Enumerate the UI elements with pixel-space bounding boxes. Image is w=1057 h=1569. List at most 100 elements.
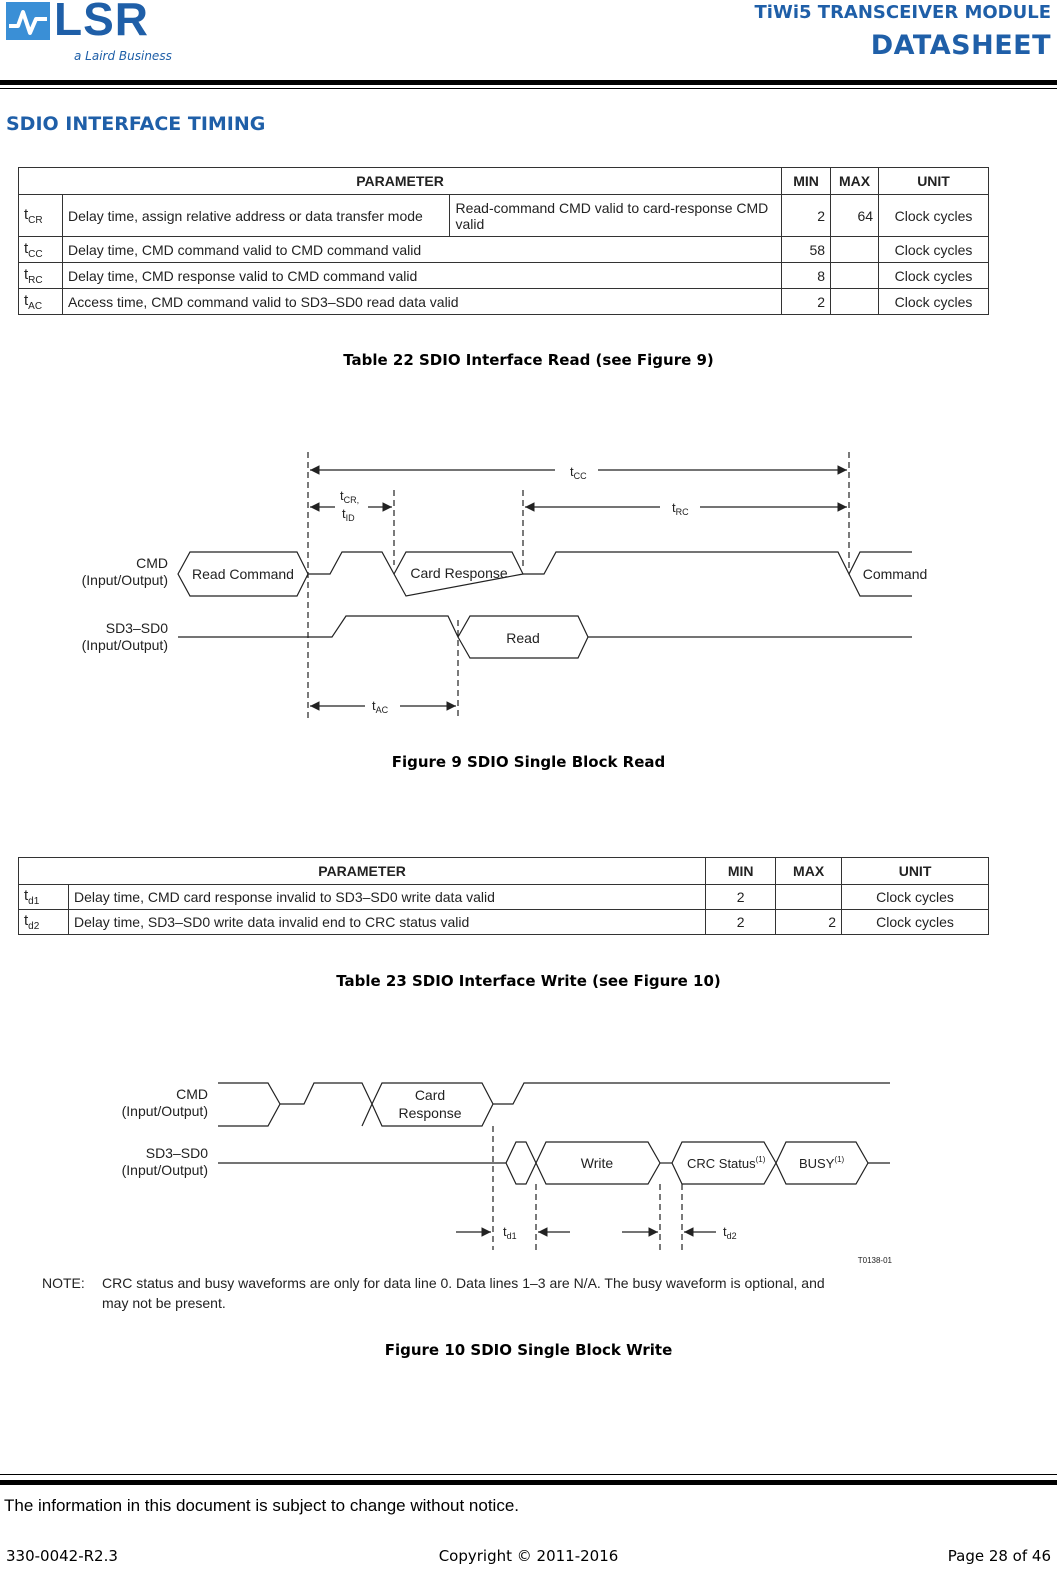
cmd-label: CMD xyxy=(176,1086,208,1102)
crc-status-label: CRC Status(1) xyxy=(687,1155,766,1171)
max-cell: 64 xyxy=(830,194,880,237)
symbol-cell: tRC xyxy=(18,262,63,289)
table-row: tCC Delay time, CMD command valid to CMD… xyxy=(18,236,989,263)
min-cell: 58 xyxy=(781,236,832,263)
table-22-caption: Table 22 SDIO Interface Read (see Figure… xyxy=(343,351,714,369)
header-rule xyxy=(0,80,1057,85)
figure-9-caption: Figure 9 SDIO Single Block Read xyxy=(391,753,666,771)
td1-label: td1 xyxy=(503,1224,517,1241)
tid-label: tID xyxy=(342,506,355,523)
tcr-label: tCR, xyxy=(340,488,359,505)
cmd-waveform xyxy=(523,551,912,576)
footer-notice: The information in this document is subj… xyxy=(4,1496,520,1515)
sd-io-label: (Input/Output) xyxy=(122,1162,208,1178)
sd-waveform xyxy=(218,1141,537,1185)
min-cell: 2 xyxy=(781,288,832,315)
header-min: MIN xyxy=(781,167,832,195)
max-cell xyxy=(830,288,880,315)
symbol-cell: tCC xyxy=(18,236,63,263)
header-parameter: PARAMETER xyxy=(17,167,783,195)
table-row: tCR Delay time, assign relative address … xyxy=(18,194,989,237)
tac-label: tAC xyxy=(372,698,389,715)
card-response-label: Card Response xyxy=(410,565,507,581)
card-label: Card xyxy=(415,1087,445,1103)
section-title: SDIO INTERFACE TIMING xyxy=(6,113,266,135)
unit-cell: Clock cycles xyxy=(878,194,989,237)
max-cell xyxy=(775,884,843,910)
write-label: Write xyxy=(581,1155,614,1171)
cmd-waveform xyxy=(493,1082,890,1105)
document-title: TiWi5 TRANSCEIVER MODULE xyxy=(754,2,1051,23)
unit-cell: Clock cycles xyxy=(841,884,989,910)
card-response-waveform xyxy=(308,551,524,597)
description-cell: Delay time, CMD response valid to CMD co… xyxy=(61,262,783,289)
cmd-waveform xyxy=(218,1082,281,1127)
unit-cell: Clock cycles xyxy=(878,288,989,315)
table-22: PARAMETER MIN MAX UNIT tCR Delay time, a… xyxy=(17,167,989,315)
min-cell: 2 xyxy=(705,884,777,910)
table-row: td2 Delay time, SD3–SD0 write data inval… xyxy=(18,909,989,935)
table-header-row: PARAMETER MIN MAX UNIT xyxy=(17,167,989,195)
note-line-1: CRC status and busy waveforms are only f… xyxy=(102,1275,825,1291)
cmd-io-label: (Input/Output) xyxy=(122,1103,208,1119)
note-line-2: may not be present. xyxy=(102,1295,226,1311)
td2-label: td2 xyxy=(723,1224,737,1241)
command-label: Command xyxy=(863,566,928,582)
logo-text: LSR xyxy=(54,0,149,45)
figure-9-timing-diagram: tCC tCR, tID tRC tAC CMD (Input/Output) … xyxy=(82,452,928,720)
unit-cell: Clock cycles xyxy=(878,236,989,263)
header-min: MIN xyxy=(705,857,777,885)
condition-cell: Read-command CMD valid to card-response … xyxy=(449,194,783,237)
footer-rule xyxy=(0,1480,1057,1485)
note-label: NOTE: xyxy=(42,1275,85,1291)
response-label: Response xyxy=(398,1105,461,1121)
max-cell xyxy=(830,262,880,289)
max-cell: 2 xyxy=(775,909,843,935)
header-unit: UNIT xyxy=(878,167,989,195)
description-cell: Delay time, CMD card response invalid to… xyxy=(67,884,707,910)
figure-code: T0138-01 xyxy=(858,1256,893,1265)
description-cell: Access time, CMD command valid to SD3–SD… xyxy=(61,288,783,315)
cmd-label: CMD xyxy=(136,555,168,571)
page-number: Page 28 of 46 xyxy=(947,1547,1051,1565)
symbol-cell: tCR xyxy=(18,194,63,237)
tcc-label: tCC xyxy=(570,464,587,481)
symbol-cell: td1 xyxy=(18,884,69,910)
header-rule-thin xyxy=(0,88,1057,89)
read-label: Read xyxy=(506,630,539,646)
document-type: DATASHEET xyxy=(870,30,1051,61)
logo-tagline: a Laird Business xyxy=(74,49,172,63)
description-cell: Delay time, CMD command valid to CMD com… xyxy=(61,236,783,263)
read-data-waveform xyxy=(178,615,589,659)
copyright: Copyright © 2011-2016 xyxy=(438,1547,619,1565)
cmd-waveform xyxy=(280,1082,373,1127)
table-row: tAC Access time, CMD command valid to SD… xyxy=(18,288,989,315)
busy-label: BUSY(1) xyxy=(799,1155,845,1171)
table-row: td1 Delay time, CMD card response invali… xyxy=(18,884,989,910)
figure-10-timing-diagram: CMD (Input/Output) SD3–SD0 (Input/Output… xyxy=(42,1082,893,1311)
lsr-logo-icon xyxy=(6,2,50,40)
figure-10-caption: Figure 10 SDIO Single Block Write xyxy=(384,1341,673,1359)
description-cell: Delay time, assign relative address or d… xyxy=(61,194,451,237)
command-waveform xyxy=(848,573,912,597)
cmd-io-label: (Input/Output) xyxy=(82,572,168,588)
document-number: 330-0042-R2.3 xyxy=(6,1547,118,1565)
sd-io-label: (Input/Output) xyxy=(82,637,168,653)
max-cell xyxy=(830,236,880,263)
min-cell: 8 xyxy=(781,262,832,289)
description-cell: Delay time, SD3–SD0 write data invalid e… xyxy=(67,909,707,935)
header-parameter: PARAMETER xyxy=(17,857,707,885)
table-23: PARAMETER MIN MAX UNIT td1 Delay time, C… xyxy=(17,857,989,935)
header-unit: UNIT xyxy=(841,857,989,885)
symbol-cell: tAC xyxy=(18,288,63,315)
table-row: tRC Delay time, CMD response valid to CM… xyxy=(18,262,989,289)
trc-label: tRC xyxy=(672,500,689,517)
read-command-label: Read Command xyxy=(192,566,294,582)
min-cell: 2 xyxy=(705,909,777,935)
header-max: MAX xyxy=(775,857,843,885)
unit-cell: Clock cycles xyxy=(878,262,989,289)
sd-label: SD3–SD0 xyxy=(106,620,168,636)
unit-cell: Clock cycles xyxy=(841,909,989,935)
symbol-cell: td2 xyxy=(18,909,69,935)
header-max: MAX xyxy=(830,167,880,195)
